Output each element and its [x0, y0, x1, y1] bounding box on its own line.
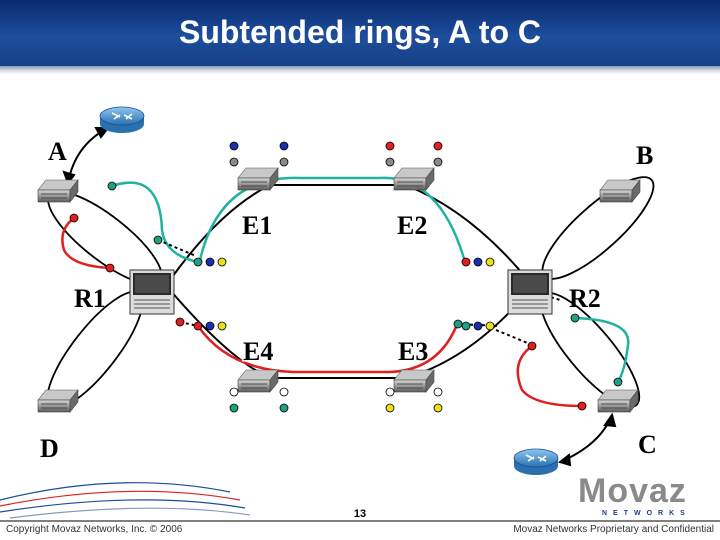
footer-copyright: Copyright Movaz Networks, Inc. © 2006 [6, 524, 183, 535]
router-link-c [557, 412, 617, 467]
label-node-e4: E4 [243, 337, 273, 366]
router-link-a [62, 127, 111, 186]
logo-subtitle: NETWORKS [602, 510, 691, 517]
movaz-logo: Movaz NETWORKS [578, 472, 714, 522]
label-node-d: D [40, 434, 59, 463]
node-d-device[interactable] [37, 389, 79, 413]
node-a-device[interactable] [37, 179, 79, 203]
label-node-c: C [638, 430, 657, 459]
node-r2-rack[interactable] [507, 269, 553, 315]
label-node-r1: R1 [74, 284, 106, 313]
label-node-e1: E1 [242, 211, 272, 240]
slide-title: Subtended rings, A to C [178, 14, 542, 50]
node-e2-device[interactable] [393, 167, 435, 191]
label-node-e2: E2 [397, 211, 427, 240]
node-e3-device[interactable] [393, 369, 435, 393]
label-node-a: A [48, 137, 67, 166]
footer-swoosh [0, 482, 251, 519]
page-number: 13 [353, 508, 367, 520]
node-e1-device[interactable] [237, 167, 279, 191]
node-e4-device[interactable] [237, 369, 279, 393]
node-c-device[interactable] [597, 389, 639, 413]
logo-wordmark: Movaz [578, 472, 687, 510]
red-fibers [61, 217, 583, 408]
title-bar [0, 0, 720, 66]
router-icon-c[interactable] [513, 448, 559, 476]
label-node-e3: E3 [398, 337, 428, 366]
title-bar-shadow [0, 66, 720, 74]
label-node-r2: R2 [569, 284, 601, 313]
router-icon-a[interactable] [99, 106, 145, 134]
dotted-links [157, 239, 561, 345]
node-r1-rack[interactable] [129, 269, 175, 315]
footer-confidential: Movaz Networks Proprietary and Confident… [513, 524, 714, 535]
green-fibers [111, 176, 630, 383]
label-node-b: B [636, 141, 653, 170]
wavelength-dots [69, 141, 623, 413]
node-b-device[interactable] [599, 179, 641, 203]
main-ring [169, 184, 529, 379]
